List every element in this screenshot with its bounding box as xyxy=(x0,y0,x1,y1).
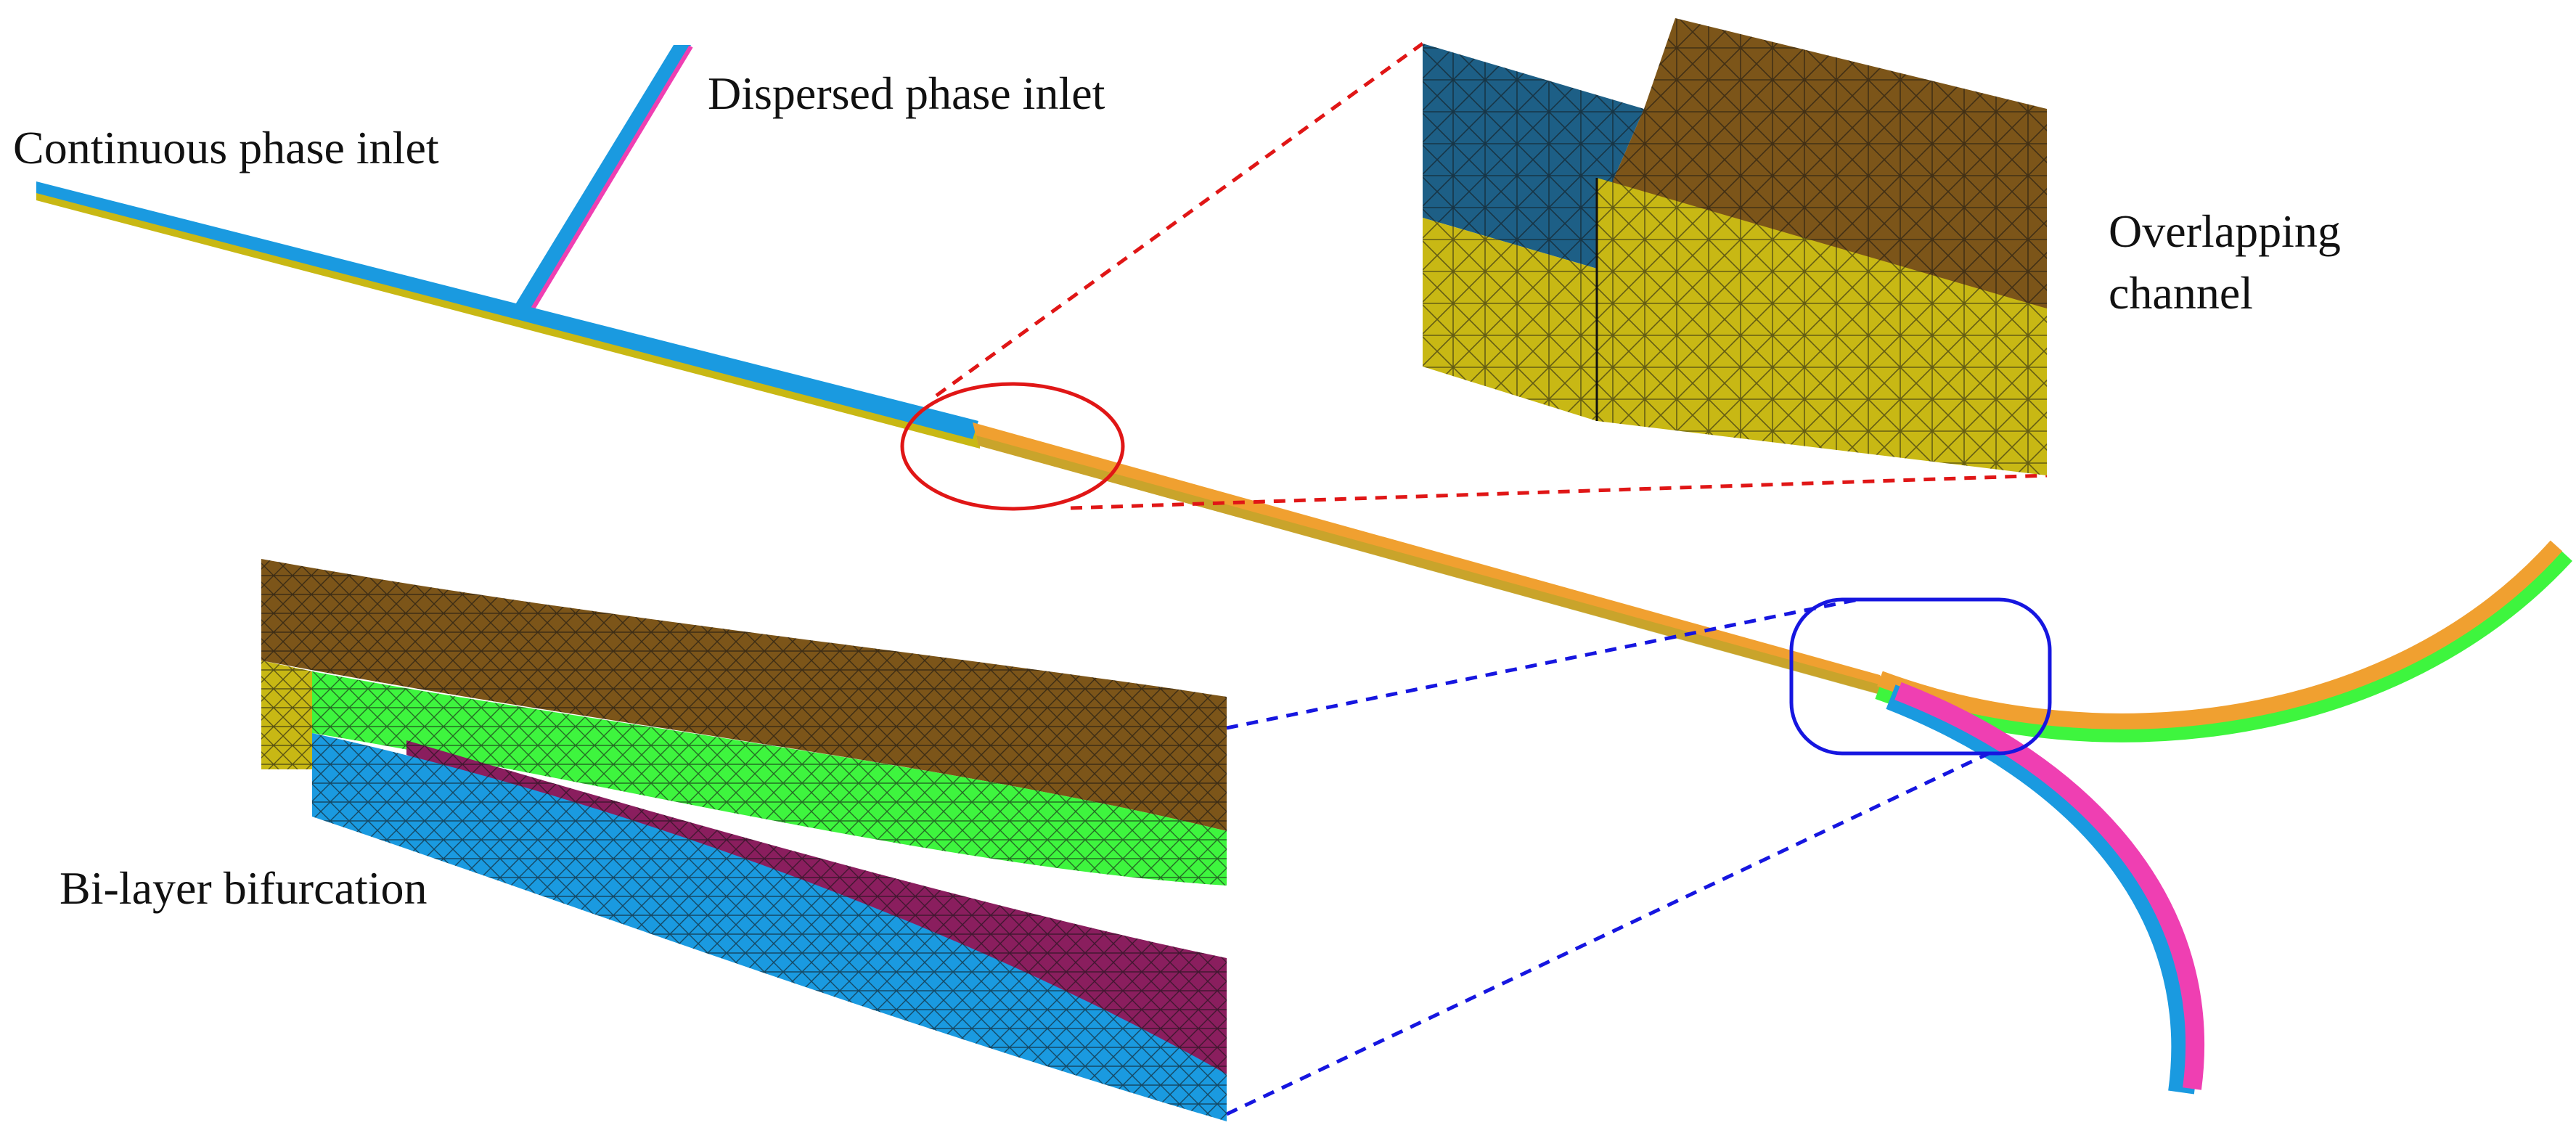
red-callout-line-bottom xyxy=(1070,473,2048,510)
red-callout xyxy=(900,41,2048,511)
blue-callout-line-bottom xyxy=(1225,751,1990,1116)
blue-callout xyxy=(1225,597,2052,1116)
dispersed-inlet-label: Dispersed phase inlet xyxy=(708,68,1105,119)
main-channel xyxy=(36,45,2572,1095)
blue-callout-line-top xyxy=(1226,597,1859,730)
continuous-inlet-label: Continuous phase inlet xyxy=(13,122,439,173)
bifurcation-label: Bi-layer bifurcation xyxy=(60,862,427,914)
overlapping-channel-inset xyxy=(1423,18,2047,475)
blue-callout-rounded-box xyxy=(1789,597,2052,756)
overlapping-section-shade xyxy=(976,435,1893,698)
dispersed-inlet-edge xyxy=(528,45,693,315)
overlapping-label-line1: Overlapping xyxy=(2109,205,2341,257)
continuous-section-blue xyxy=(36,181,978,439)
lower-bifurcation-branch-top xyxy=(1894,682,2204,1090)
overlapping-label-line2: channel xyxy=(2109,267,2253,319)
upper-bifurcation-branch-top xyxy=(1877,540,2563,729)
bifurcation-inset xyxy=(261,559,1227,1121)
dispersed-inlet-branch xyxy=(512,45,691,314)
red-callout-ellipse xyxy=(900,382,1125,511)
